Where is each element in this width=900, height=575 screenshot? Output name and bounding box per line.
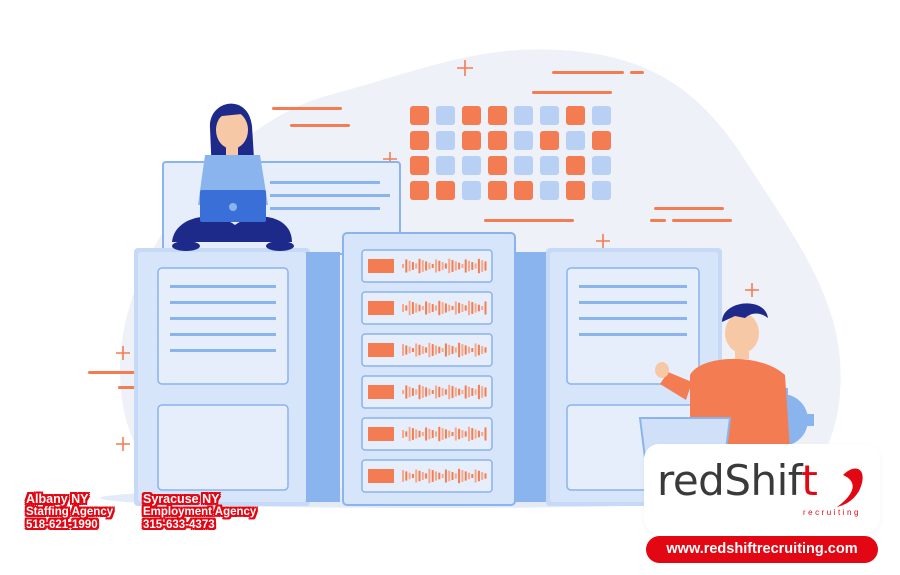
laptop-icon <box>200 190 266 222</box>
grid-square <box>566 156 585 175</box>
rack-unit <box>361 375 493 409</box>
grid-square <box>410 106 429 125</box>
left-server-cabinet <box>134 248 340 506</box>
office-label: Staffing Agency <box>26 506 114 518</box>
office-syracuse: Syracuse NY Employment Agency 315-633-43… <box>143 493 256 532</box>
grid-square <box>540 181 559 200</box>
office-label: Employment Agency <box>143 506 257 518</box>
grid-square <box>462 131 481 150</box>
grid-square <box>540 156 559 175</box>
grid-square <box>436 131 455 150</box>
grid-square <box>592 131 611 150</box>
grid-square <box>540 131 559 150</box>
logo-wordmark: redShift <box>657 455 818 507</box>
rack-unit <box>361 333 493 367</box>
rack-unit <box>361 249 493 283</box>
grid-square <box>566 131 585 150</box>
swoosh-icon <box>837 468 863 507</box>
rack-unit <box>361 459 493 493</box>
plus-sparkle-icon <box>116 60 759 451</box>
grid-square <box>488 106 507 125</box>
grid-square <box>514 156 533 175</box>
grid-square <box>462 156 481 175</box>
grid-square <box>592 181 611 200</box>
data-grid-squares <box>410 106 611 200</box>
office-albany: Albany NY Staffing Agency 518-621-1990 <box>26 493 113 532</box>
grid-square <box>462 181 481 200</box>
grid-square <box>488 156 507 175</box>
company-logo[interactable]: redShift recruiting <box>647 447 877 531</box>
office-city: Albany NY <box>26 492 89 506</box>
grid-square <box>436 156 455 175</box>
grid-square <box>410 131 429 150</box>
grid-square <box>566 106 585 125</box>
rack-unit <box>361 291 493 325</box>
man-figure <box>638 303 790 459</box>
logo-word-end: t <box>801 456 818 505</box>
office-phone[interactable]: 518-621-1990 <box>26 519 98 531</box>
right-server-cabinet <box>515 248 722 506</box>
office-phone[interactable]: 315-633-4373 <box>143 519 215 531</box>
center-server-rack <box>342 232 516 506</box>
grid-square <box>592 156 611 175</box>
grid-square <box>592 106 611 125</box>
grid-square <box>566 181 585 200</box>
grid-square <box>514 131 533 150</box>
grid-square <box>462 106 481 125</box>
website-link[interactable]: www.redshiftrecruiting.com <box>646 536 878 563</box>
woman-figure <box>172 103 294 251</box>
office-city: Syracuse NY <box>143 492 220 506</box>
logo-subtitle: recruiting <box>803 508 861 517</box>
grid-square <box>514 181 533 200</box>
grid-square <box>410 156 429 175</box>
grid-square <box>436 181 455 200</box>
grid-square <box>410 181 429 200</box>
rack-unit <box>361 417 493 451</box>
grid-square <box>540 106 559 125</box>
logo-word-start: redShif <box>657 456 802 505</box>
grid-square <box>488 131 507 150</box>
grid-square <box>436 106 455 125</box>
grid-square <box>514 106 533 125</box>
grid-square <box>488 181 507 200</box>
